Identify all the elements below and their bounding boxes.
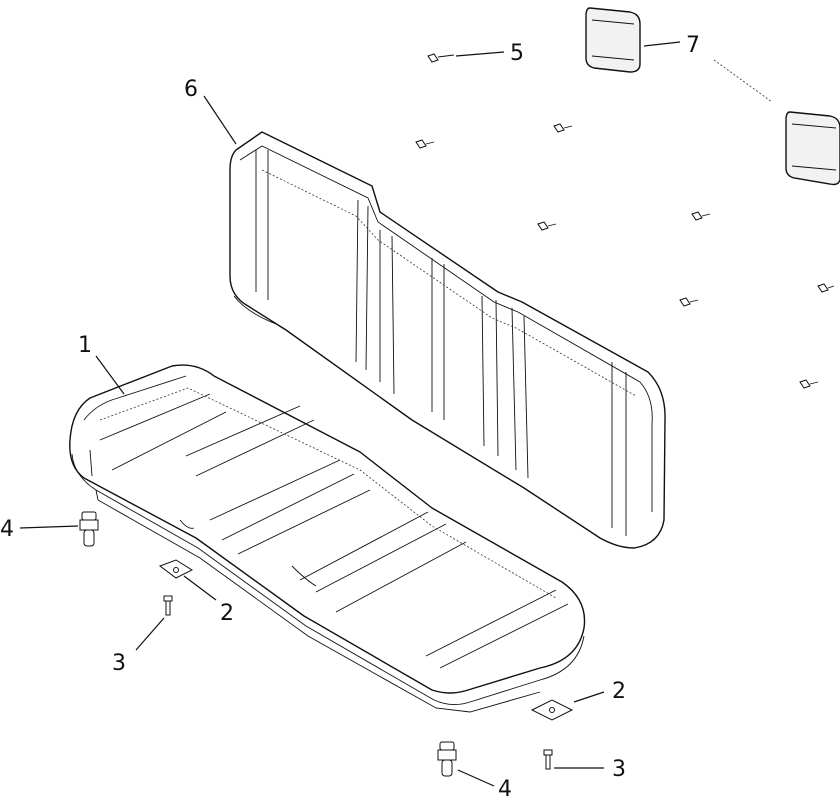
screw-fastener [817,283,835,293]
headrest-pad-upper [585,7,641,73]
headrest-alignment-line [713,59,773,103]
backrest [229,131,666,549]
latch-pin-left [79,511,99,547]
callout-2-left: 2 [220,601,234,626]
mounting-bracket-left [158,559,194,579]
leader-line-1 [95,355,125,395]
screw-fastener [415,139,435,149]
leader-line-4-right [457,769,495,787]
leader-line-5 [455,51,505,57]
leader-line-2-right [573,691,605,703]
leader-line-7 [643,41,681,47]
callout-3-right: 3 [612,757,626,782]
callout-1: 1 [78,333,92,358]
headrest-pad-lower [785,111,840,186]
screw-fastener [679,297,699,307]
mounting-bracket-right [530,699,574,721]
screw-left [163,595,173,616]
screw-fastener [427,53,455,63]
callout-4-left: 4 [0,517,14,542]
leader-line-2-left [183,575,217,601]
leader-line-3-left [135,617,165,651]
callout-5: 5 [510,41,524,66]
screw-fastener [553,123,573,133]
leader-line-6 [203,95,237,145]
callout-4-right: 4 [498,777,512,800]
screw-right [543,749,553,770]
callout-3-left: 3 [112,651,126,676]
screw-fastener [691,211,711,221]
seat-base [69,364,586,713]
leader-line-4-left [19,525,79,529]
callout-6: 6 [184,77,198,102]
latch-pin-right [437,741,457,777]
callout-7: 7 [686,33,700,58]
screw-fastener [799,379,819,389]
screw-fastener [537,221,557,231]
callout-2-right: 2 [612,679,626,704]
